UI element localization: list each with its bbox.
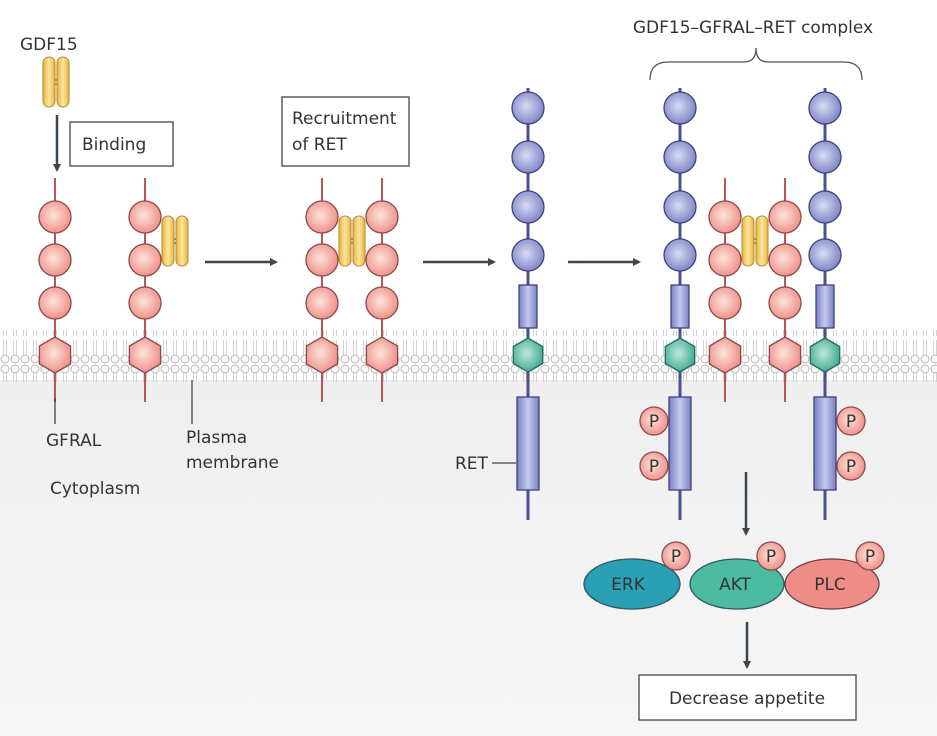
gfral-transmembrane [365,336,399,374]
akt-ellipse [689,558,785,610]
akt-label: AKT [719,575,751,595]
ret-label: RET [455,454,489,474]
plc-ellipse [784,558,880,610]
ret-crd-domain [518,284,538,329]
phosphate-label: P [649,457,659,477]
recruitment-label-2: of RET [292,135,347,155]
ret-cadherin-domain [808,238,842,272]
phosphate-circle [639,406,669,436]
ret-kinase-domain [813,396,837,491]
cytoplasm-label: Cytoplasm [50,479,140,499]
gdf15-monomer [352,215,366,267]
ret-transmembrane [664,337,696,373]
binding-box [69,121,174,167]
gfral-domain [128,200,162,234]
phosphate-label: P [846,457,856,477]
ret-crd-domain [815,284,835,329]
gfral-domain [365,200,399,234]
phosphate-circle [661,541,691,571]
phosphate-label: P [865,547,875,567]
gfral-domain [128,286,162,320]
gfral-domain [128,243,162,277]
gdf15-monomer [755,215,769,267]
erk-label: ERK [611,575,646,595]
gdf15-monomer [56,56,70,108]
plc-label: PLC [814,575,846,595]
gfral-domain [305,200,339,234]
gfral-transmembrane [768,336,802,374]
ret-kinase-domain [516,396,540,491]
gfral-domain [365,243,399,277]
ret-kinase-domain [668,396,692,491]
ret-cadherin-domain [808,91,842,125]
gdf15-monomer [741,215,755,267]
gfral-domain [708,243,742,277]
phosphate-circle [639,451,669,481]
outcome-label: Decrease appetite [669,689,825,709]
phosphate-label: P [846,412,856,432]
complex-label: GDF15–GFRAL–RET complex [633,18,873,38]
gfral-domain [768,286,802,320]
plasma-membrane-label-1: Plasma [186,428,247,448]
gfral-domain [305,243,339,277]
ret-cadherin-domain [511,140,545,174]
ret-transmembrane [512,337,544,373]
gfral-domain [38,200,72,234]
gfral-transmembrane [305,336,339,374]
phosphate-circle [836,406,866,436]
ret-cadherin-domain [663,190,697,224]
phosphate-circle [756,541,786,571]
gfral-transmembrane [708,336,742,374]
ret-cadherin-domain [511,91,545,125]
ret-cadherin-domain [663,140,697,174]
phosphate-label: P [649,412,659,432]
outcome-box [638,674,857,721]
gfral-domain [38,286,72,320]
ret-crd-domain [670,284,690,329]
gdf15-monomer [42,56,56,108]
gfral-domain [708,200,742,234]
binding-label: Binding [82,135,146,155]
recruitment-box [281,96,410,167]
ret-cadherin-domain [663,91,697,125]
phosphate-circle [855,541,885,571]
gfral-domain [365,286,399,320]
ret-cadherin-domain [808,140,842,174]
gfral-transmembrane [128,336,162,374]
gfral-transmembrane [38,336,72,374]
gdf15-monomer [161,215,175,267]
gdf15-monomer [338,215,352,267]
gfral-domain [305,286,339,320]
ret-cadherin-domain [511,190,545,224]
phosphate-label: P [671,547,681,567]
gfral-label: GFRAL [46,431,102,451]
gfral-domain [38,243,72,277]
gfral-domain [768,243,802,277]
gdf15-label: GDF15 [20,35,78,55]
complex-bracket [649,47,863,81]
phosphate-label: P [766,547,776,567]
ret-cadherin-domain [663,238,697,272]
phosphate-circle [836,451,866,481]
gdf15-monomer [175,215,189,267]
ret-transmembrane [809,337,841,373]
ret-cadherin-domain [511,238,545,272]
ret-cadherin-domain [808,190,842,224]
plasma-membrane-label-2: membrane [186,453,279,473]
recruitment-label-1: Recruitment [292,109,397,129]
gfral-domain [768,200,802,234]
erk-ellipse [583,558,681,610]
gfral-domain [708,286,742,320]
